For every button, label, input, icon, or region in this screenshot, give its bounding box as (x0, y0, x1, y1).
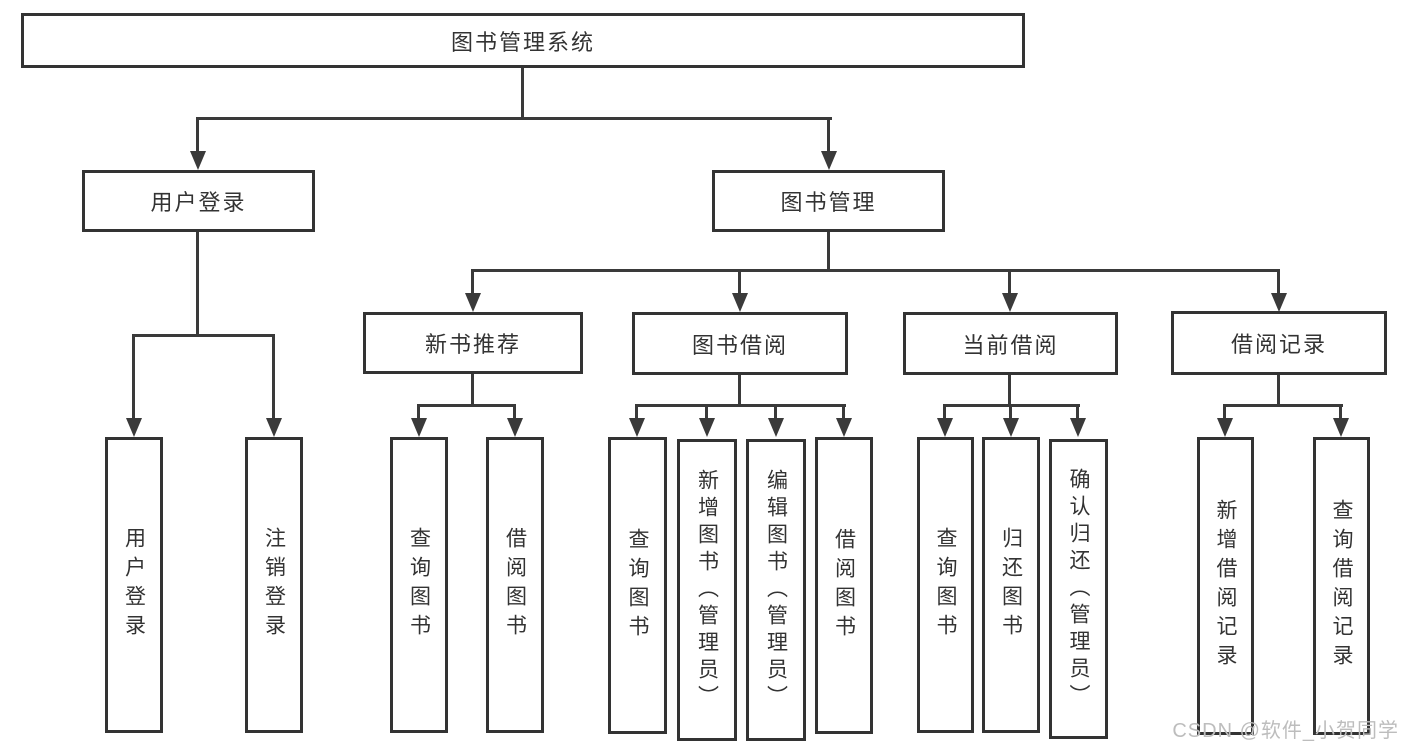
node-root-system: 图书管理系统 (21, 13, 1025, 68)
connector-line (944, 404, 1080, 407)
watermark-text: CSDN @软件_小贺同学 (1172, 720, 1399, 742)
leaf-label: 新增图书（管理员） (695, 468, 719, 712)
arrow-down-icon (1003, 418, 1019, 437)
arrow-down-icon (821, 151, 837, 170)
connector-line (1009, 404, 1012, 420)
arrow-down-icon (126, 418, 142, 437)
leaf-query-books-recommend: 查询图书 (390, 437, 448, 733)
arrow-down-icon (1070, 418, 1086, 437)
arrow-down-icon (629, 418, 645, 437)
node-book-management: 图书管理 (712, 170, 945, 232)
arrow-down-icon (937, 418, 953, 437)
arrow-down-icon (1002, 293, 1018, 312)
leaf-query-books-borrow: 查询图书 (608, 437, 667, 734)
connector-line (1008, 375, 1011, 407)
arrow-down-icon (836, 418, 852, 437)
connector-line (1224, 404, 1343, 407)
connector-line (196, 232, 199, 336)
arrow-down-icon (699, 418, 715, 437)
leaf-user-login: 用户登录 (105, 437, 163, 733)
connector-line (1277, 269, 1280, 295)
connector-line (827, 117, 830, 154)
arrow-down-icon (1333, 418, 1349, 437)
connector-line (842, 404, 845, 420)
leaf-borrow-books-recommend: 借阅图书 (486, 437, 544, 733)
connector-line (1223, 404, 1226, 420)
connector-line (417, 404, 420, 420)
arrow-down-icon (190, 151, 206, 170)
leaf-label: 借阅图书 (832, 527, 856, 644)
node-user-login: 用户登录 (82, 170, 315, 232)
arrow-down-icon (732, 293, 748, 312)
connector-line (196, 117, 199, 154)
leaf-query-books-current: 查询图书 (917, 437, 974, 733)
connector-line (738, 375, 741, 407)
leaf-label: 借阅图书 (503, 527, 527, 643)
node-current-borrow: 当前借阅 (903, 312, 1118, 375)
connector-line (471, 374, 474, 407)
leaf-label: 查询借阅记录 (1330, 499, 1353, 673)
connector-line (774, 404, 777, 420)
arrow-down-icon (465, 293, 481, 312)
connector-line (197, 117, 832, 120)
connector-line (1277, 375, 1280, 407)
arrow-down-icon (768, 418, 784, 437)
arrow-down-icon (1217, 418, 1233, 437)
connector-line (513, 404, 516, 420)
arrow-down-icon (266, 418, 282, 437)
node-borrow-records: 借阅记录 (1171, 311, 1387, 375)
leaf-label: 查询图书 (934, 527, 957, 643)
leaf-confirm-return-admin: 确认归还（管理员） (1049, 439, 1108, 739)
leaf-edit-books-admin: 编辑图书（管理员） (746, 439, 806, 741)
leaf-query-borrow-record: 查询借阅记录 (1313, 437, 1370, 735)
leaf-add-borrow-record: 新增借阅记录 (1197, 437, 1254, 735)
leaf-label: 确认归还（管理员） (1067, 467, 1090, 711)
leaf-label: 新增借阅记录 (1214, 499, 1237, 673)
connector-line (827, 232, 830, 272)
connector-line (636, 404, 846, 407)
arrow-down-icon (507, 418, 523, 437)
connector-line (943, 404, 946, 420)
leaf-add-books-admin: 新增图书（管理员） (677, 439, 737, 741)
leaf-label: 归还图书 (999, 527, 1023, 643)
leaf-label: 查询图书 (407, 527, 431, 643)
connector-line (1076, 404, 1079, 420)
leaf-logout: 注销登录 (245, 437, 303, 733)
connector-line (133, 334, 275, 337)
node-book-borrow: 图书借阅 (632, 312, 848, 375)
leaf-label: 编辑图书（管理员） (764, 468, 788, 712)
leaf-label: 用户登录 (122, 527, 146, 643)
leaf-label: 查询图书 (626, 527, 649, 644)
arrow-down-icon (411, 418, 427, 437)
leaf-return-books: 归还图书 (982, 437, 1040, 733)
arrow-down-icon (1271, 293, 1287, 312)
connector-line (635, 404, 638, 420)
connector-line (471, 269, 474, 295)
node-new-book-recommend: 新书推荐 (363, 312, 583, 374)
connector-line (1339, 404, 1342, 420)
connector-line (272, 334, 275, 420)
connector-line (738, 269, 741, 295)
leaf-borrow-books: 借阅图书 (815, 437, 873, 734)
connector-line (705, 404, 708, 420)
connector-line (1008, 269, 1011, 295)
connector-line (472, 269, 1280, 272)
connector-line (521, 68, 524, 120)
connector-line (132, 334, 135, 420)
connector-line (418, 404, 516, 407)
leaf-label: 注销登录 (262, 527, 286, 643)
